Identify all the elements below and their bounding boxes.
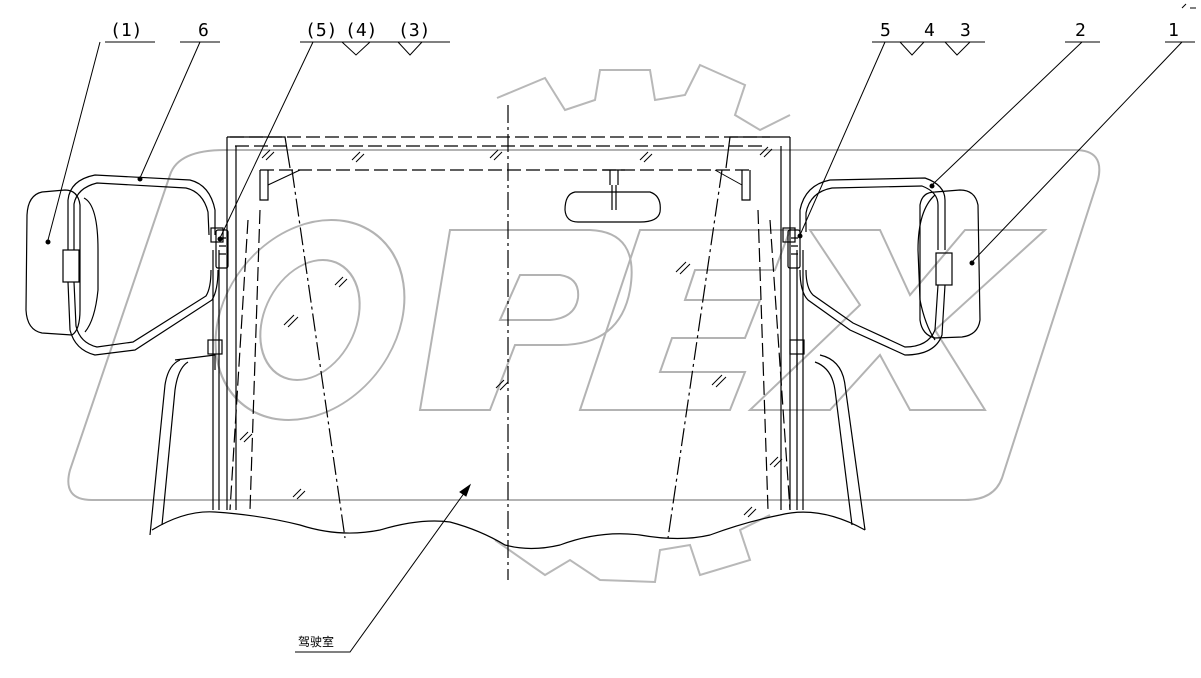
corner-mark (1181, 3, 1196, 9)
watermark-gear (494, 63, 791, 584)
watermark-letter-p (418, 229, 633, 411)
callout-2: 2 (1075, 20, 1086, 41)
callout-1-paren: (1) (110, 20, 143, 41)
watermark-letter-e (578, 229, 792, 411)
left-mirror-head (25, 189, 81, 336)
callout-4-paren: (4) (345, 20, 378, 41)
callout-6: 6 (198, 20, 209, 41)
callout-5: 5 (880, 20, 891, 41)
callout-3: 3 (960, 20, 971, 41)
watermark-letter-o (214, 219, 406, 421)
callout-3-paren: (3) (398, 20, 431, 41)
callout-5-paren: (5) (305, 20, 338, 41)
watermark-frame (67, 149, 1101, 501)
callout-1: 1 (1168, 20, 1179, 41)
right-mirror-assembly (782, 177, 981, 370)
cab-label: 驾驶室 (298, 634, 334, 649)
left-mirror-assembly (25, 174, 229, 370)
break-line (151, 511, 866, 550)
interior-mirror (564, 169, 661, 223)
glass-hatch (239, 146, 783, 518)
leader-lines (45, 41, 1195, 653)
watermark-logo (67, 149, 1101, 501)
watermark-letter-x (747, 229, 1048, 411)
right-mirror-head (919, 189, 981, 339)
callout-4: 4 (924, 20, 935, 41)
cab-body (149, 105, 866, 580)
